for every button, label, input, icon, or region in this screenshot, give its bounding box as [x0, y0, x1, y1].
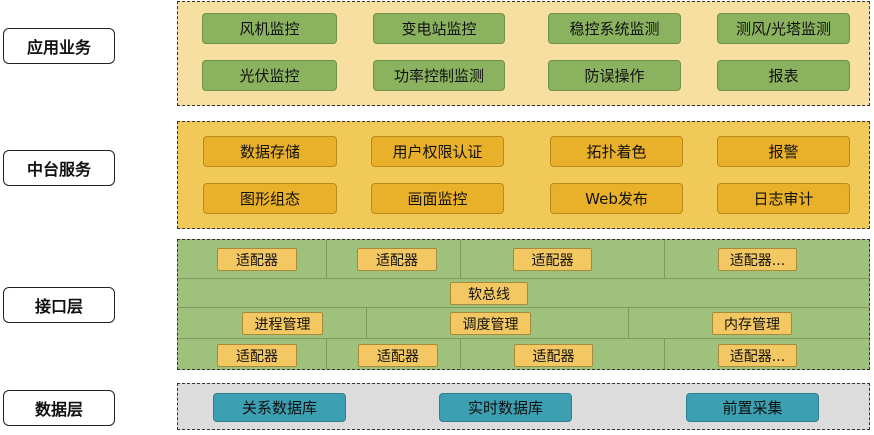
service-box: 报表: [717, 60, 850, 91]
service-box: 拓扑着色: [550, 136, 683, 167]
service-box: 数据存储: [203, 136, 337, 167]
layer-label-app: 应用业务: [3, 28, 115, 64]
management-box: 进程管理: [242, 312, 323, 335]
service-box: 防误操作: [548, 60, 681, 91]
management-box: 内存管理: [712, 312, 792, 335]
column-divider: [664, 240, 665, 278]
adapter-box: 适配器: [217, 344, 297, 367]
adapter-box: 适配器: [514, 344, 593, 367]
column-divider: [326, 338, 327, 369]
service-box: 报警: [717, 136, 850, 167]
service-box: 变电站监控: [373, 13, 505, 44]
layer-label-middle: 中台服务: [3, 150, 115, 186]
service-box: 风机监控: [202, 13, 337, 44]
row-divider: [178, 338, 869, 339]
service-box: 光伏监控: [202, 60, 337, 91]
adapter-box: 适配器...: [718, 344, 797, 367]
data-service-box: 关系数据库: [213, 393, 346, 422]
row-divider: [178, 307, 869, 308]
column-divider: [664, 338, 665, 369]
service-box: Web发布: [550, 183, 683, 214]
service-box: 功率控制监测: [373, 60, 505, 91]
adapter-box: 适配器: [513, 248, 592, 271]
column-divider: [326, 240, 327, 278]
service-box: 画面监控: [371, 183, 504, 214]
layer-label-data: 数据层: [3, 390, 115, 426]
adapter-box: 适配器: [357, 248, 437, 271]
layer-label-interface: 接口层: [3, 287, 115, 323]
soft-bus-box: 软总线: [450, 282, 528, 305]
adapter-box: 适配器: [217, 248, 297, 271]
service-box: 图形组态: [203, 183, 337, 214]
service-box: 用户权限认证: [371, 136, 504, 167]
service-box: 日志审计: [717, 183, 850, 214]
service-box: 测风/光塔监测: [717, 13, 850, 44]
column-divider: [628, 307, 629, 338]
adapter-box: 适配器...: [718, 248, 797, 271]
column-divider: [460, 240, 461, 278]
data-service-box: 前置采集: [686, 393, 819, 422]
adapter-box: 适配器: [358, 344, 438, 367]
column-divider: [460, 338, 461, 369]
service-box: 稳控系统监测: [548, 13, 681, 44]
management-box: 调度管理: [450, 312, 531, 335]
column-divider: [366, 307, 367, 338]
row-divider: [178, 278, 869, 279]
data-service-box: 实时数据库: [439, 393, 572, 422]
